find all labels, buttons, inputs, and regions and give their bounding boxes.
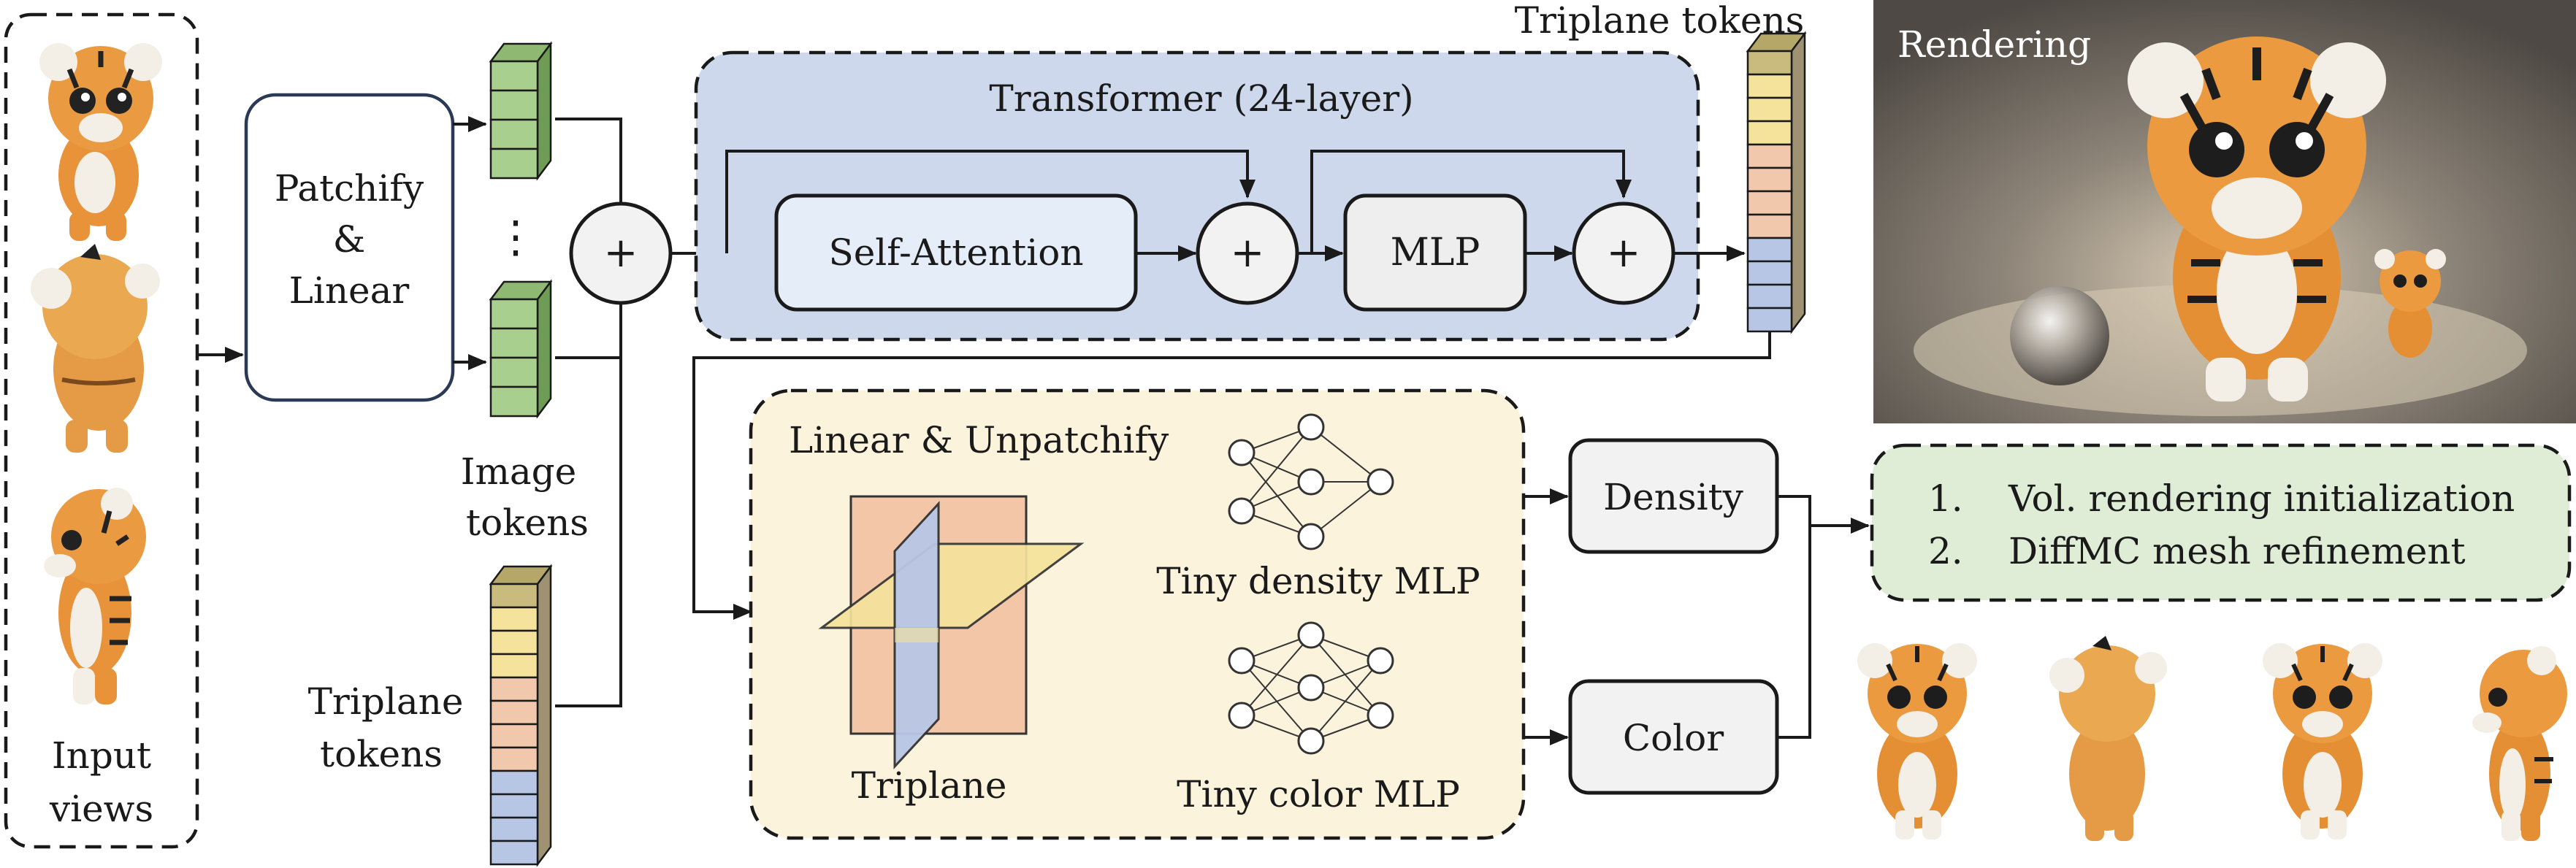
residual-edge-attention bbox=[725, 150, 1255, 253]
density-label: Density bbox=[1603, 476, 1744, 518]
rendering-image: Rendering bbox=[1873, 0, 2576, 423]
triplane-token-stack-output bbox=[1746, 31, 1807, 334]
tiny-color-mlp-network bbox=[1228, 621, 1394, 755]
decoder-block: Linear & Unpatchify Triplane Tiny densit… bbox=[749, 388, 1526, 840]
step-1-text: Vol. rendering initialization bbox=[2008, 477, 2515, 520]
image-token-stack-top bbox=[489, 41, 553, 181]
triplane-tokens-input-label-line2: tokens bbox=[320, 733, 443, 775]
output-view-front-image bbox=[1857, 643, 1977, 840]
edge-triplane-tokens-to-sum bbox=[555, 358, 622, 707]
input-views-label-line1: Input bbox=[52, 734, 151, 777]
transformer-block: Transformer (24-layer) Self-Attention + … bbox=[694, 50, 1700, 342]
residual-add-node-1: + bbox=[1196, 201, 1299, 305]
patchify-linear-box: Patchify & Linear bbox=[244, 93, 455, 402]
tiny-density-mlp-label: Tiny density MLP bbox=[1156, 560, 1480, 602]
color-output-box: Color bbox=[1568, 679, 1779, 795]
residual-add-2-symbol: + bbox=[1607, 229, 1641, 277]
image-token-stack-bottom bbox=[489, 279, 553, 419]
output-view-side-image bbox=[2472, 646, 2567, 841]
image-tokens-label-line1: Image bbox=[461, 450, 577, 493]
output-views-images bbox=[1857, 636, 2567, 841]
input-view-front-image bbox=[39, 43, 162, 241]
mlp-label: MLP bbox=[1391, 231, 1480, 274]
triplane-token-stack-input bbox=[489, 564, 553, 867]
output-view-back-image bbox=[2049, 636, 2167, 841]
residual-edge-mlp bbox=[1310, 150, 1632, 253]
input-views-label-line2: views bbox=[49, 788, 153, 830]
tiny-color-mlp-label: Tiny color MLP bbox=[1177, 773, 1460, 815]
transformer-title: Transformer (24-layer) bbox=[989, 77, 1413, 120]
triplane-tokens-output-label: Triplane tokens bbox=[1515, 0, 1805, 42]
step-2-text: DiffMC mesh refinement bbox=[2009, 530, 2466, 572]
density-output-box: Density bbox=[1568, 438, 1779, 554]
output-view-three-quarter-image bbox=[2263, 643, 2382, 840]
self-attention-label: Self-Attention bbox=[828, 231, 1083, 274]
triplane-illustration bbox=[818, 495, 1085, 769]
edge-image-tokens-top-to-sum bbox=[555, 118, 622, 226]
image-tokens-label-line2: tokens bbox=[466, 502, 589, 544]
edge-output-tokens-to-decoder bbox=[692, 331, 1771, 620]
edge-density-to-steps bbox=[1777, 495, 1811, 526]
token-sum-symbol: + bbox=[604, 229, 638, 277]
edge-color-to-steps bbox=[1777, 526, 1811, 739]
image-tokens-ellipsis: ⋮ bbox=[494, 212, 538, 263]
token-sum-node: + bbox=[569, 201, 673, 305]
input-views-panel: Input views bbox=[4, 12, 199, 849]
color-label: Color bbox=[1623, 717, 1724, 759]
triplane-label: Triplane bbox=[852, 764, 1007, 807]
residual-add-1-symbol: + bbox=[1231, 229, 1265, 277]
patchify-label-line1: Patchify bbox=[275, 167, 424, 210]
rendering-label: Rendering bbox=[1897, 23, 2091, 66]
residual-add-node-2: + bbox=[1572, 201, 1675, 305]
step-2-number: 2. bbox=[1928, 530, 1963, 572]
decoder-title: Linear & Unpatchify bbox=[789, 419, 1169, 461]
triplane-tokens-input-label-line1: Triplane bbox=[308, 680, 464, 723]
tiny-density-mlp-network bbox=[1228, 413, 1394, 550]
refinement-steps-box: 1. Vol. rendering initialization 2. Diff… bbox=[1870, 443, 2572, 602]
input-view-side-image bbox=[44, 488, 146, 704]
step-1-number: 1. bbox=[1928, 477, 1963, 520]
input-view-back-image bbox=[31, 244, 160, 453]
patchify-label-line3: Linear bbox=[289, 269, 410, 312]
patchify-label-line2: & bbox=[333, 218, 366, 261]
